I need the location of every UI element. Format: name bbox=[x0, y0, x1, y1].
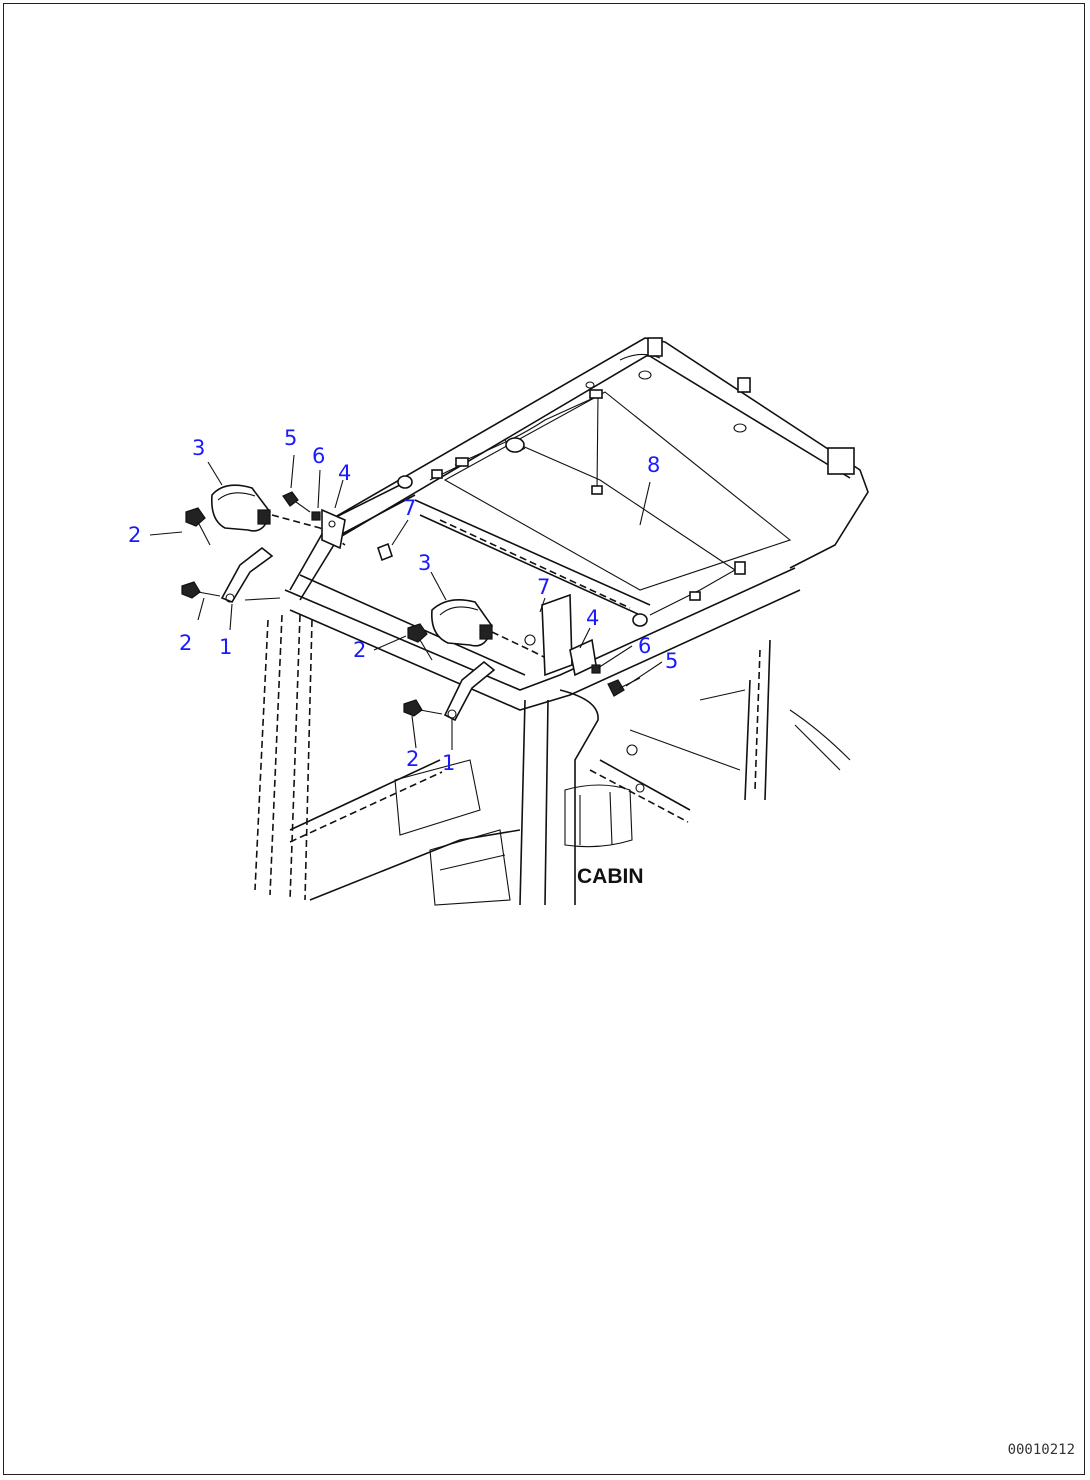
callout-2-left-upper: 2 bbox=[128, 523, 141, 547]
callout-2-center-upper: 2 bbox=[353, 638, 366, 662]
cab-frame bbox=[254, 479, 851, 906]
callout-4-center: 4 bbox=[586, 606, 599, 630]
left-lamp-assembly bbox=[149, 454, 413, 631]
callout-5-left: 5 bbox=[284, 426, 297, 450]
callout-labels: 3 5 6 4 2 7 2 1 8 3 7 4 6 5 2 2 1 CABIN bbox=[128, 426, 678, 888]
callout-2-left-lower: 2 bbox=[179, 631, 192, 655]
callout-6-left: 6 bbox=[312, 444, 325, 468]
roof-panel bbox=[329, 337, 869, 591]
callout-3-center: 3 bbox=[418, 551, 431, 575]
cabin-label: CABIN bbox=[577, 865, 644, 888]
callout-8-harness: 8 bbox=[647, 453, 660, 477]
callout-7-center: 7 bbox=[537, 575, 550, 599]
callout-1-center: 1 bbox=[442, 751, 455, 775]
callout-3-left: 3 bbox=[192, 436, 205, 460]
drawing-code: 00010212 bbox=[1007, 1442, 1075, 1458]
callout-6-center: 6 bbox=[638, 634, 651, 658]
drawing-frame bbox=[3, 3, 1085, 1475]
wiring-harness bbox=[429, 389, 746, 616]
center-lamp-assembly bbox=[373, 481, 663, 750]
callout-4-left: 4 bbox=[338, 461, 351, 485]
callout-1-left: 1 bbox=[219, 635, 232, 659]
callout-2-center-lower: 2 bbox=[406, 747, 419, 771]
callout-7-left: 7 bbox=[403, 496, 416, 520]
callout-5-center: 5 bbox=[665, 649, 678, 673]
